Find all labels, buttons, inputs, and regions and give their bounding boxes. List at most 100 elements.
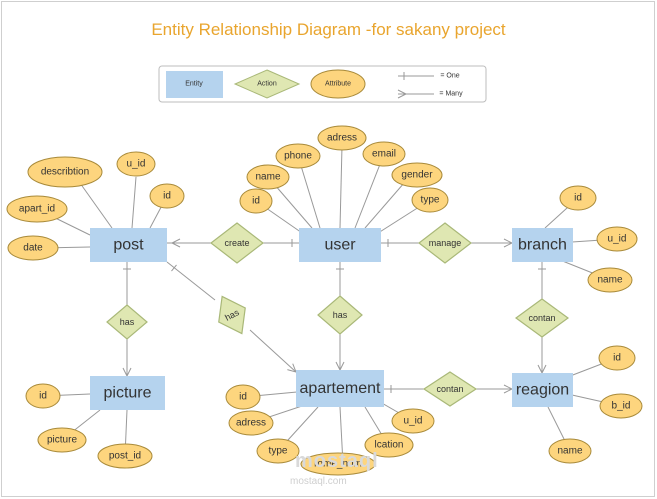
attribute-ellipse bbox=[275, 143, 321, 169]
attribute-label: name bbox=[597, 275, 622, 286]
entity-label: branch bbox=[518, 237, 567, 254]
attribute-label: phone bbox=[284, 151, 312, 162]
rel-post-has2 bbox=[166, 261, 216, 301]
legend-entity-swatch bbox=[166, 71, 223, 98]
attribute-apartement-adress: adress bbox=[228, 410, 274, 436]
action-manage: manage bbox=[418, 222, 472, 264]
attribute-label: picture bbox=[47, 435, 77, 446]
attribute-label: id bbox=[613, 353, 621, 364]
attribute-ellipse bbox=[225, 384, 261, 410]
watermark-logo: mostaql bbox=[295, 450, 379, 472]
attribute-ellipse bbox=[559, 185, 597, 211]
entity-user: user bbox=[299, 228, 381, 262]
attribute-apartement-rome_num: rome_num bbox=[300, 452, 376, 476]
attribute-label: rome_num bbox=[314, 459, 362, 470]
attribute-label: name bbox=[557, 446, 582, 457]
entity-apartement: apartement bbox=[296, 370, 384, 407]
action-label: contan bbox=[528, 313, 555, 323]
entity-label: reagion bbox=[516, 382, 569, 399]
attribute-label: date bbox=[23, 243, 43, 254]
attribute-label: id bbox=[252, 196, 260, 207]
legend-many-label: = Many bbox=[439, 91, 463, 98]
action-has_user_apartement: has bbox=[317, 295, 363, 335]
attribute-label: gender bbox=[401, 170, 433, 181]
attribute-ellipse bbox=[239, 188, 273, 214]
action-label: contan bbox=[436, 384, 463, 394]
diagram-title: Entity Relationship Diagram -for sakany … bbox=[151, 20, 506, 39]
attribute-label: post_id bbox=[109, 451, 141, 462]
entity-box bbox=[296, 370, 384, 407]
attribute-ellipse bbox=[599, 393, 643, 419]
attribute-label: b_id bbox=[612, 401, 631, 412]
action-diamond bbox=[210, 222, 264, 264]
attribute-label: email bbox=[372, 149, 396, 160]
entity-box bbox=[512, 228, 573, 262]
attribute-post-date: date bbox=[7, 235, 59, 261]
attribute-ellipse bbox=[598, 345, 636, 371]
attribute-label: apart_id bbox=[19, 204, 55, 215]
action-diamond bbox=[317, 295, 363, 335]
entity-box bbox=[90, 228, 167, 262]
attribute-post-u_id: u_id bbox=[116, 151, 156, 177]
attribute-reagion-b_id: b_id bbox=[599, 393, 643, 419]
attribute-user-type: type bbox=[411, 187, 449, 213]
action-diamond bbox=[514, 298, 570, 338]
attribute-ellipse bbox=[149, 183, 185, 209]
attribute-user-gender: gender bbox=[391, 162, 443, 188]
entity-post: post bbox=[90, 228, 167, 262]
attribute-ellipse bbox=[391, 162, 443, 188]
attribute-ellipse bbox=[256, 438, 300, 464]
attribute-apartement-lcation: lcation bbox=[364, 432, 414, 458]
action-diamond bbox=[106, 304, 148, 340]
action-label: manage bbox=[429, 238, 462, 248]
attribute-label: u_id bbox=[404, 416, 423, 427]
entity-box bbox=[90, 376, 165, 410]
action-contan_apartement_reagion: contan bbox=[422, 371, 478, 407]
attribute-apartement-u_id: u_id bbox=[391, 408, 435, 434]
attribute-post-id: id bbox=[149, 183, 185, 209]
entity-box bbox=[512, 373, 573, 407]
legend-attribute-swatch bbox=[310, 69, 366, 99]
attribute-branch-id: id bbox=[559, 185, 597, 211]
entity-label: user bbox=[324, 237, 356, 254]
attribute-ellipse bbox=[97, 443, 153, 469]
rel-post-has2-one bbox=[171, 264, 177, 272]
attribute-branch-u_id: u_id bbox=[596, 226, 638, 252]
attribute-ellipse bbox=[37, 427, 87, 453]
legend-entity-label: Entity bbox=[185, 81, 203, 88]
attribute-label: id bbox=[574, 193, 582, 204]
attribute-ellipse bbox=[7, 235, 59, 261]
attribute-apartement-id: id bbox=[225, 384, 261, 410]
attribute-post-apart_id: apart_id bbox=[6, 195, 68, 223]
attribute-ellipse bbox=[317, 125, 367, 151]
attribute-ellipse bbox=[364, 432, 414, 458]
attribute-ellipse bbox=[25, 383, 61, 409]
watermark-text: mostaql.com bbox=[290, 476, 347, 487]
attribute-user-phone: phone bbox=[275, 143, 321, 169]
attribute-post-describtion: describtion bbox=[27, 156, 103, 188]
attribute-user-id: id bbox=[239, 188, 273, 214]
attribute-label: describtion bbox=[41, 167, 89, 178]
attribute-ellipse bbox=[6, 195, 68, 223]
attribute-label: name bbox=[255, 172, 280, 183]
attribute-ellipse bbox=[411, 187, 449, 213]
attribute-user-email: email bbox=[362, 141, 406, 167]
legend-action-label: Action bbox=[257, 81, 277, 88]
attribute-user-adress: adress bbox=[317, 125, 367, 151]
action-diamond bbox=[422, 371, 478, 407]
entity-reagion: reagion bbox=[512, 373, 573, 407]
attribute-label: type bbox=[269, 446, 288, 457]
attribute-label: u_id bbox=[127, 159, 146, 170]
attribute-label: u_id bbox=[608, 234, 627, 245]
attribute-ellipse bbox=[548, 438, 592, 464]
attribute-user-name: name bbox=[246, 164, 290, 190]
attribute-label: id bbox=[163, 191, 171, 202]
entity-branch: branch bbox=[512, 228, 573, 262]
attribute-picture-id: id bbox=[25, 383, 61, 409]
action-diamond bbox=[418, 222, 472, 264]
action-diamond bbox=[218, 295, 246, 335]
